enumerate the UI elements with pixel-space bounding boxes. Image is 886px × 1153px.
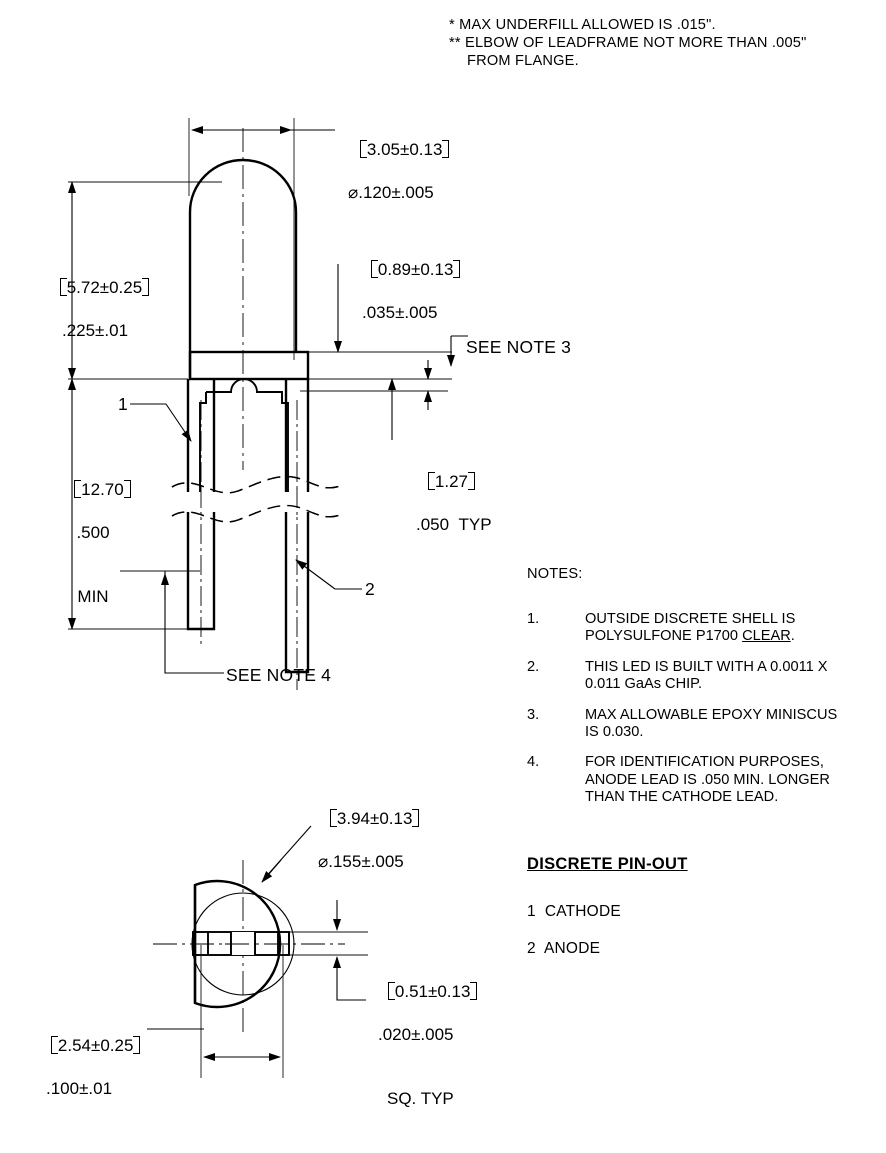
note-line: ANODE LEAD IS .050 MIN. LONGER [585, 771, 830, 788]
notes-list: 1. OUTSIDE DISCRETE SHELL IS POLYSULFONE… [527, 611, 867, 820]
dim-lead-typ: 1.27 .050 TYP [409, 449, 492, 578]
note-line: IS 0.030. [585, 724, 644, 741]
note-emphasis: CLEAR [742, 628, 791, 645]
dim-flange-thickness-metric: 0.89±0.13 [370, 259, 461, 281]
leader-see-note-4 [164, 571, 224, 674]
dim-flange-diameter-metric: 3.94±0.13 [329, 808, 420, 830]
dim-flange-diameter-imperial: ⌀.155±.005 [318, 851, 404, 871]
dim-flange-diameter: 3.94±0.13 ⌀.155±.005 [311, 786, 419, 915]
note-item-2: 2. THIS LED IS BUILT WITH A 0.0011 X 0.0… [527, 659, 867, 694]
leader-2-arrow [295, 559, 336, 590]
leadframe-cup-right [206, 378, 289, 494]
dim-lead-pitch-imperial: .100±.01 [46, 1078, 113, 1098]
header-note-line-3: FROM FLANGE. [467, 53, 579, 69]
dim-lead-cross-note: SQ. TYP [387, 1089, 454, 1108]
note-number: 4. [527, 754, 540, 771]
leader-flange-diameter-arrow [261, 859, 282, 883]
pin-name: CATHODE [544, 903, 621, 920]
dim-body-height: 5.72±0.25 .225±.01 [20, 255, 170, 384]
dim-lead-typ-metric: 1.27 [427, 471, 476, 493]
pin-number: 1 [527, 903, 536, 920]
dim-lead-pitch-metric: 2.54±0.25 [50, 1035, 141, 1057]
note-text: MAX ALLOWABLE EPOXY MINISCUS IS 0.030. [585, 707, 867, 742]
header-note-line-2: ** ELBOW OF LEADFRAME NOT MORE THAN .005… [449, 35, 807, 51]
note-item-3: 3. MAX ALLOWABLE EPOXY MINISCUS IS 0.030… [527, 707, 867, 742]
dim-body-diameter-imperial: ⌀.120±.005 [348, 182, 434, 202]
note-line: MAX ALLOWABLE EPOXY MINISCUS [585, 706, 838, 723]
note-number: 3. [527, 706, 540, 723]
note-number: 2. [527, 658, 540, 675]
dim-lead-length-note: MIN [77, 587, 109, 606]
note-line: 0.011 GaAs CHIP. [585, 676, 703, 693]
note-text: FOR IDENTIFICATION PURPOSES, ANODE LEAD … [585, 754, 867, 806]
note-line: OUTSIDE DISCRETE SHELL IS [585, 611, 796, 627]
label-pin-1-callout: 1 [118, 394, 128, 414]
note-line: THIS LED IS BUILT WITH A 0.0011 X [585, 658, 828, 675]
dim-lead-cross-section: 0.51±0.13 .020±.005 SQ. TYP [369, 959, 477, 1153]
dim-body-height-metric: 5.72±0.25 [59, 277, 150, 299]
pinout-title: DISCRETE PIN-OUT [527, 855, 688, 873]
dim-body-diameter-metric: 3.05±0.13 [359, 139, 450, 161]
flange-outline-circle [193, 879, 282, 1009]
technical-drawing-svg [68, 118, 468, 1078]
dim-body-diameter: 3.05±0.13 ⌀.120±.005 [341, 117, 449, 246]
label-pin-2-callout: 2 [365, 579, 375, 599]
note-item-1: 1. OUTSIDE DISCRETE SHELL IS POLYSULFONE… [527, 611, 867, 646]
note-text: OUTSIDE DISCRETE SHELL IS POLYSULFONE P1… [585, 611, 867, 646]
note-line: POLYSULFONE P1700 CLEAR. [585, 628, 795, 645]
label-see-note-4: SEE NOTE 4 [226, 665, 332, 685]
dim-flange-thickness: 0.89±0.13 .035±.005 [352, 237, 460, 366]
dim-lead-length: 12.70 .500 MIN [38, 457, 148, 651]
dim-lead-length-metric: 12.70 [74, 479, 131, 501]
pin-number: 2 [527, 940, 536, 957]
led-side-view [68, 118, 468, 690]
note-line: FOR IDENTIFICATION PURPOSES, [585, 754, 824, 771]
note-number: 1. [527, 611, 540, 627]
note-line: THAN THE CATHODE LEAD. [585, 789, 779, 806]
dim-lead-typ-note: TYP [458, 514, 492, 534]
dim-leader-lead-cross [336, 986, 366, 1001]
led-bottom-view [147, 825, 368, 1078]
dim-flange-thickness-imperial: .035±.005 [362, 302, 438, 322]
drawing-canvas: * MAX UNDERFILL ALLOWED IS .015". ** ELB… [20, 17, 867, 1108]
led-flange [188, 350, 310, 381]
dim-lead-cross-imperial: .020±.005 [378, 1024, 454, 1044]
pin-name: ANODE [544, 940, 601, 957]
header-note-line-1: * MAX UNDERFILL ALLOWED IS .015". [449, 17, 716, 33]
dim-body-height-imperial: .225±.01 [61, 320, 129, 340]
led-dome-body [188, 158, 298, 352]
dim-lead-cross-metric: 0.51±0.13 [387, 981, 478, 1003]
label-see-note-3: SEE NOTE 3 [466, 337, 572, 357]
pinout-row-2: 2 ANODE [527, 939, 600, 958]
note-text: THIS LED IS BUILT WITH A 0.0011 X 0.011 … [585, 659, 867, 694]
pinout-row-1: 1 CATHODE [527, 902, 621, 921]
notes-heading: NOTES: [527, 566, 583, 582]
dim-lead-pitch: 2.54±0.25 .100±.01 [32, 1013, 140, 1142]
dim-lead-typ-imperial: .050 [416, 514, 450, 534]
dim-lead-length-imperial: .500 [76, 522, 110, 542]
note-item-4: 4. FOR IDENTIFICATION PURPOSES, ANODE LE… [527, 754, 867, 806]
